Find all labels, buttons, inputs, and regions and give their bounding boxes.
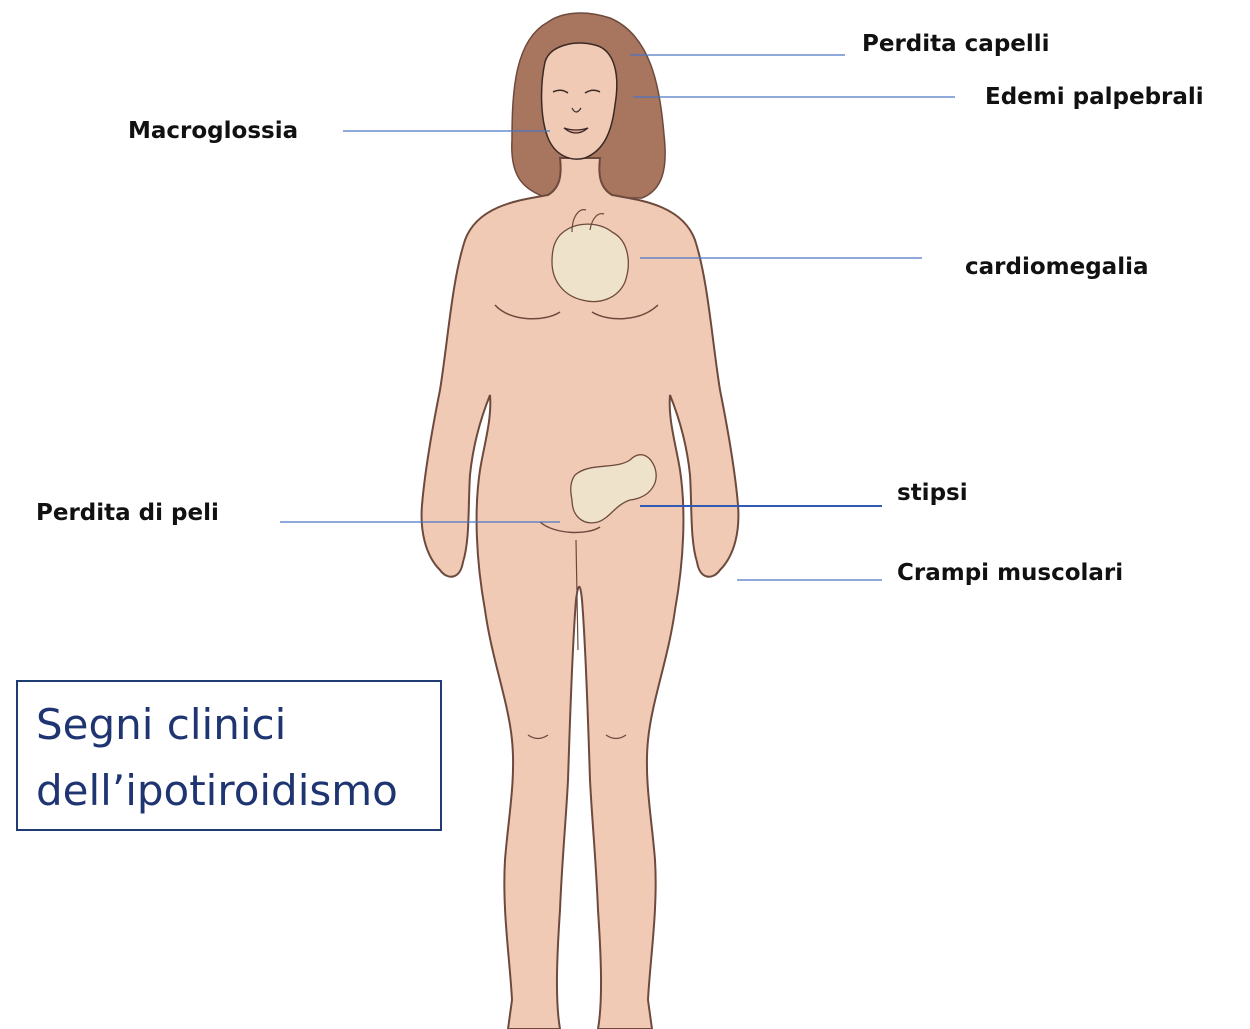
label-cardiomegalia: cardiomegalia: [965, 256, 1148, 279]
label-macroglossia: Macroglossia: [128, 120, 298, 143]
label-edemi-palpebrali: Edemi palpebrali: [985, 86, 1204, 109]
label-perdita-capelli: Perdita capelli: [862, 33, 1050, 56]
title-line-2: dell’ipotiroidismo: [36, 770, 398, 812]
label-crampi-muscolari: Crampi muscolari: [897, 562, 1123, 585]
label-stipsi: stipsi: [897, 482, 968, 505]
title-line-1: Segni clinici: [36, 704, 286, 746]
title-box: Segni clinici dell’ipotiroidismo: [16, 680, 442, 831]
heart-organ: [552, 224, 628, 301]
label-perdita-di-peli: Perdita di peli: [36, 502, 219, 525]
